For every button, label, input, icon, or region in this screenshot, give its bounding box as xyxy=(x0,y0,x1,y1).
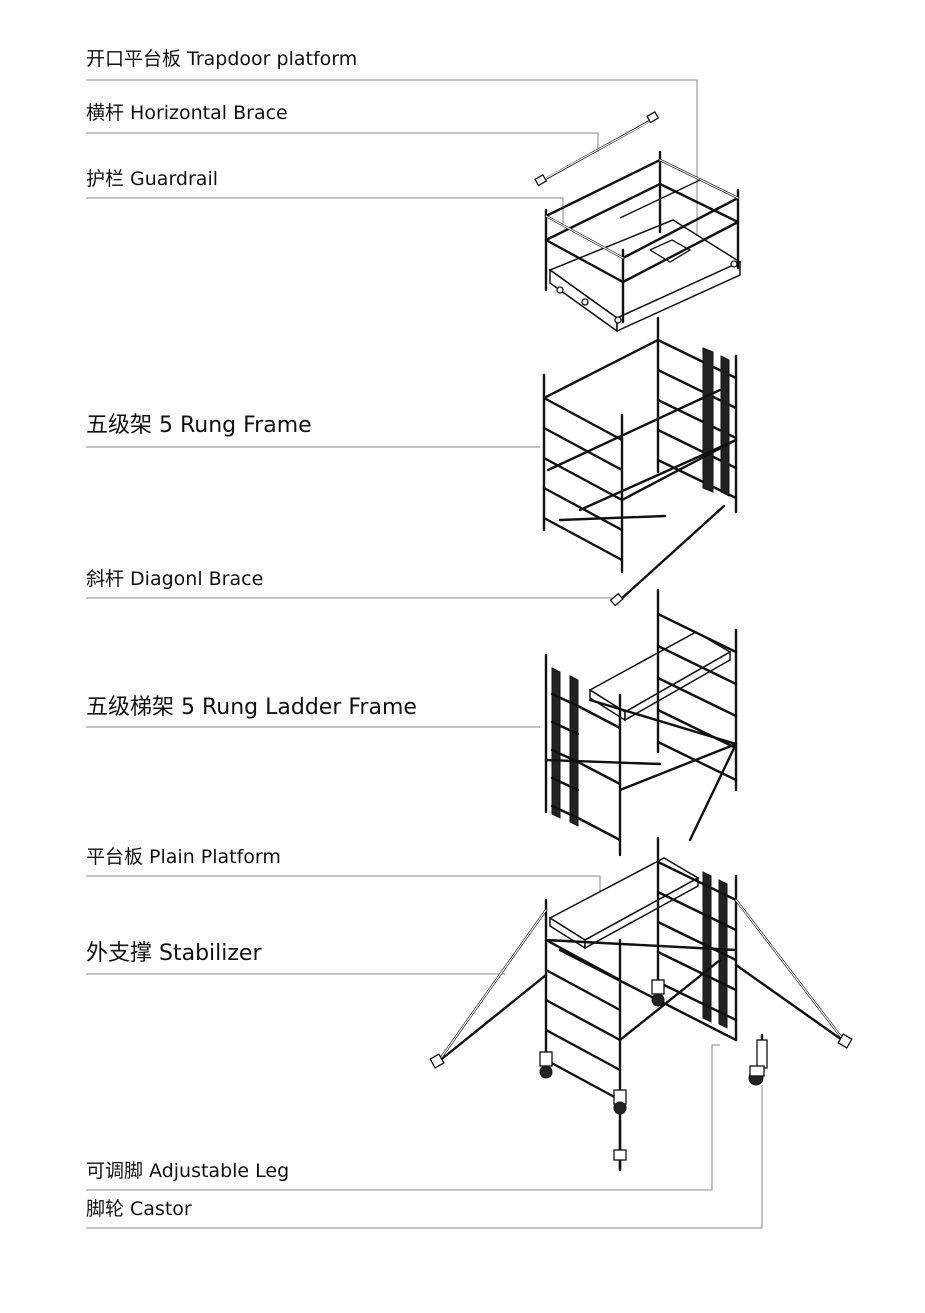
label-five-rung-ladder-frame: 五级梯架 5 Rung Ladder Frame xyxy=(86,695,417,720)
label-diagonal-brace: 斜杆 Diagonl Brace xyxy=(86,568,264,590)
horizontal-brace xyxy=(534,111,660,187)
label-five-rung-frame: 五级架 5 Rung Frame xyxy=(86,413,312,438)
stabilizers xyxy=(436,898,847,1064)
label-horizontal-brace: 横杆 Horizontal Brace xyxy=(86,102,288,124)
label-guardrail: 护栏 Guardrail xyxy=(86,168,218,190)
label-castor: 脚轮 Castor xyxy=(86,1198,192,1220)
five-rung-frame-assembly xyxy=(542,316,738,607)
adjustable-leg xyxy=(748,1033,768,1086)
trapdoor-platform-assembly xyxy=(534,111,742,333)
label-adjustable-leg: 可调脚 Adjustable Leg xyxy=(86,1160,290,1182)
five-rung-ladder-frame-assembly xyxy=(544,588,738,857)
base-assembly xyxy=(429,836,853,1172)
label-trapdoor-platform: 开口平台板 Trapdoor platform xyxy=(86,48,358,70)
castors xyxy=(539,979,665,1115)
label-stabilizer: 外支撑 Stabilizer xyxy=(86,941,262,966)
label-plain-platform: 平台板 Plain Platform xyxy=(86,846,281,868)
